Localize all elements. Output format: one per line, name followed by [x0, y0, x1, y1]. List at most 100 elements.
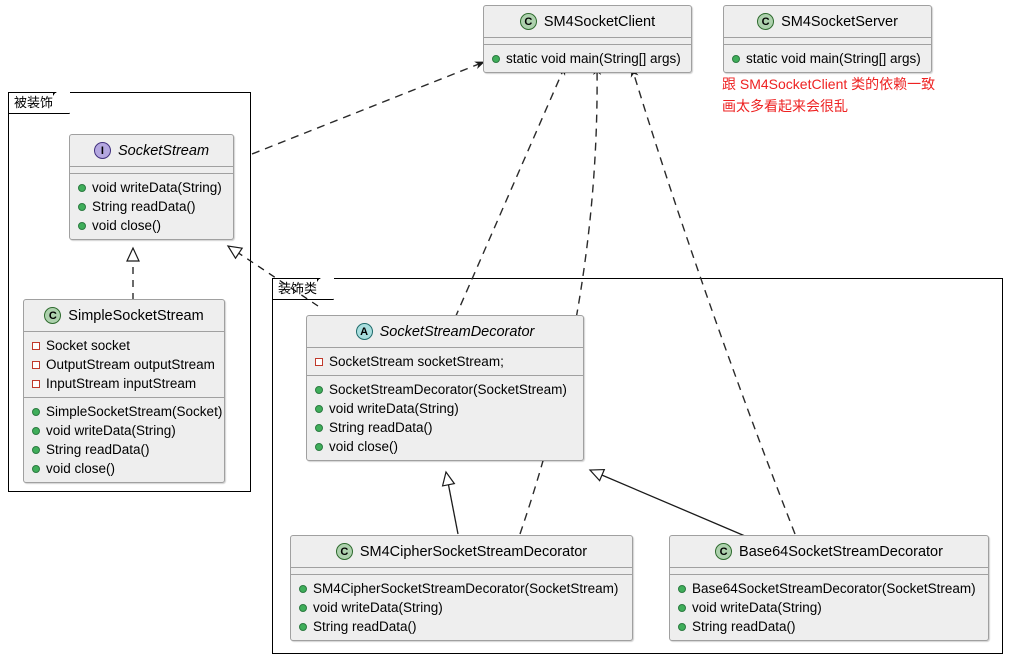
methods-compartment: static void main(String[] args) [484, 44, 691, 72]
method-row: String readData() [24, 440, 224, 459]
attribute-row: Socket socket [24, 336, 224, 355]
class-name: SocketStreamDecorator [379, 323, 535, 340]
class-base64socketstreamdecorator[interactable]: C Base64SocketStreamDecorator Base64Sock… [669, 535, 989, 641]
public-visibility-icon [315, 442, 323, 451]
package-decorated-tab: 被装饰 [8, 92, 71, 115]
method-row: static void main(String[] args) [484, 49, 691, 68]
annotation-line-1: 跟 SM4SocketClient 类的依赖一致 [722, 76, 936, 92]
public-visibility-icon [678, 584, 686, 593]
class-title: C Base64SocketStreamDecorator [670, 536, 988, 567]
methods-compartment: SM4CipherSocketStreamDecorator(SocketStr… [291, 574, 632, 640]
edge-dependency-socketstream-client [251, 61, 485, 155]
private-visibility-icon [315, 357, 323, 366]
attributes-compartment: SocketStream socketStream; [307, 347, 583, 375]
method-label: Base64SocketStreamDecorator(SocketStream… [692, 581, 976, 596]
methods-compartment: Base64SocketStreamDecorator(SocketStream… [670, 574, 988, 640]
attribute-label: SocketStream socketStream; [329, 354, 504, 369]
public-visibility-icon [78, 183, 86, 192]
class-socketstreamdecorator[interactable]: A SocketStreamDecorator SocketStream soc… [306, 315, 584, 461]
class-stereotype-icon: C [519, 13, 537, 30]
method-row: SM4CipherSocketStreamDecorator(SocketStr… [291, 579, 632, 598]
public-visibility-icon [299, 603, 307, 612]
annotation-line-2: 画太多看起来会很乱 [722, 98, 848, 114]
class-socketstream[interactable]: I SocketStream void writeData(String) St… [69, 134, 234, 240]
method-row: void writeData(String) [307, 399, 583, 418]
method-label: void close() [46, 461, 116, 476]
method-row: static void main(String[] args) [724, 49, 931, 68]
methods-compartment: void writeData(String) String readData()… [70, 173, 233, 239]
method-label: void writeData(String) [313, 600, 443, 615]
method-label: String readData() [692, 619, 796, 634]
class-name: SM4SocketClient [543, 13, 656, 30]
class-title: C SimpleSocketStream [24, 300, 224, 331]
package-tab-slash [317, 279, 333, 301]
methods-compartment: SocketStreamDecorator(SocketStream) void… [307, 375, 583, 460]
public-visibility-icon [678, 603, 686, 612]
method-label: void writeData(String) [329, 401, 459, 416]
abstract-stereotype-icon: A [355, 323, 373, 340]
method-label: void writeData(String) [46, 423, 176, 438]
class-name: SocketStream [117, 142, 210, 159]
method-row: String readData() [291, 617, 632, 636]
public-visibility-icon [78, 221, 86, 230]
method-label: void close() [92, 218, 162, 233]
method-label: void close() [329, 439, 399, 454]
method-row: String readData() [307, 418, 583, 437]
class-name: Base64SocketStreamDecorator [739, 543, 943, 560]
class-name: SimpleSocketStream [68, 307, 204, 324]
class-title: C SM4SocketServer [724, 6, 931, 37]
attributes-compartment [724, 37, 931, 44]
attribute-row: InputStream inputStream [24, 374, 224, 393]
public-visibility-icon [315, 423, 323, 432]
methods-compartment: SimpleSocketStream(Socket) void writeDat… [24, 397, 224, 482]
annotation-note: 跟 SM4SocketClient 类的依赖一致 画太多看起来会很乱 [722, 73, 935, 117]
class-title: A SocketStreamDecorator [307, 316, 583, 347]
package-decorators-tab: 装饰类 [272, 278, 335, 301]
attribute-row: SocketStream socketStream; [307, 352, 583, 371]
method-row: String readData() [70, 197, 233, 216]
method-label: String readData() [329, 420, 433, 435]
package-decorators-label: 装饰类 [278, 281, 318, 296]
class-title: C SM4CipherSocketStreamDecorator [291, 536, 632, 567]
method-row: String readData() [670, 617, 988, 636]
class-title: I SocketStream [70, 135, 233, 166]
public-visibility-icon [32, 445, 40, 454]
method-row: SimpleSocketStream(Socket) [24, 402, 224, 421]
package-tab-slash [53, 93, 69, 115]
method-label: SimpleSocketStream(Socket) [46, 404, 223, 419]
method-row: SocketStreamDecorator(SocketStream) [307, 380, 583, 399]
method-row: void close() [307, 437, 583, 456]
public-visibility-icon [32, 464, 40, 473]
method-label: static void main(String[] args) [746, 51, 921, 66]
class-simplesocketstream[interactable]: C SimpleSocketStream Socket socket Outpu… [23, 299, 225, 483]
private-visibility-icon [32, 360, 40, 369]
attributes-compartment [70, 166, 233, 173]
attribute-label: Socket socket [46, 338, 131, 353]
attribute-label: OutputStream outputStream [46, 357, 215, 372]
class-sm4ciphersocketstreamdecorator[interactable]: C SM4CipherSocketStreamDecorator SM4Ciph… [290, 535, 633, 641]
public-visibility-icon [315, 404, 323, 413]
method-label: static void main(String[] args) [506, 51, 681, 66]
method-label: String readData() [46, 442, 150, 457]
method-label: void writeData(String) [692, 600, 822, 615]
method-label: void writeData(String) [92, 180, 222, 195]
method-row: Base64SocketStreamDecorator(SocketStream… [670, 579, 988, 598]
public-visibility-icon [32, 407, 40, 416]
method-label: SocketStreamDecorator(SocketStream) [329, 382, 567, 397]
attributes-compartment [291, 567, 632, 574]
private-visibility-icon [32, 341, 40, 350]
class-stereotype-icon: C [715, 543, 733, 560]
method-label: SM4CipherSocketStreamDecorator(SocketStr… [313, 581, 619, 596]
class-sm4socketserver[interactable]: C SM4SocketServer static void main(Strin… [723, 5, 932, 73]
interface-stereotype-icon: I [93, 142, 111, 159]
method-label: String readData() [92, 199, 196, 214]
class-name: SM4CipherSocketStreamDecorator [359, 543, 588, 560]
method-row: void close() [70, 216, 233, 235]
private-visibility-icon [32, 379, 40, 388]
attribute-row: OutputStream outputStream [24, 355, 224, 374]
public-visibility-icon [299, 584, 307, 593]
attributes-compartment [484, 37, 691, 44]
class-sm4socketclient[interactable]: C SM4SocketClient static void main(Strin… [483, 5, 692, 73]
method-row: void writeData(String) [70, 178, 233, 197]
